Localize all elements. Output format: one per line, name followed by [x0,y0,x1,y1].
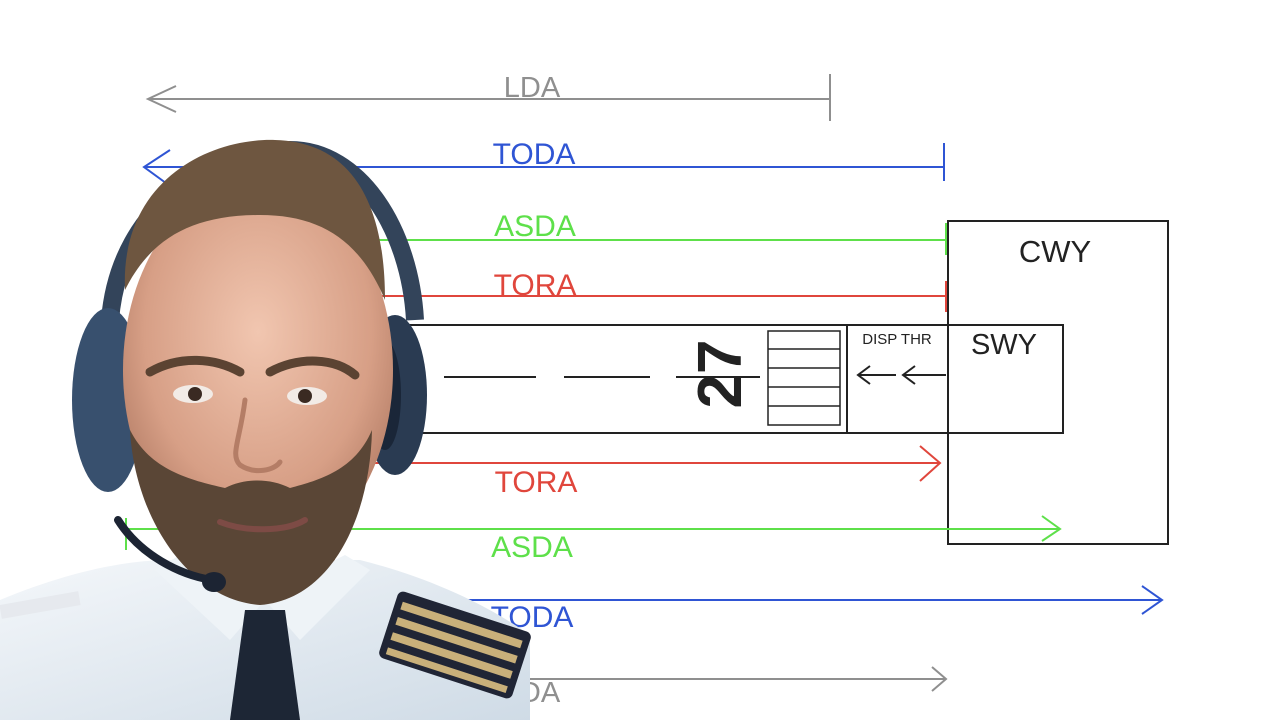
swy-label: SWY [971,329,1037,361]
arrow-right-icon [1141,585,1164,615]
asda-top-distance: ASDA [330,210,947,255]
toda-top-label: TODA [493,138,576,171]
epaulette [379,591,531,699]
asda-bottom-label: ASDA [491,531,573,564]
tora-bottom-distance: TORA [330,445,942,499]
asda-top-label: ASDA [494,210,576,243]
clearway: CWY [947,220,1169,545]
lda-top-distance: LDA [145,72,831,121]
arrow-left-icon [145,85,177,113]
tora-bottom-label: TORA [495,466,578,499]
tora-top-label: TORA [494,269,577,302]
arrow-right-icon [931,666,948,692]
disp-thr-label: DISP THR [862,331,932,348]
lda-top-label: LDA [504,72,561,104]
arrow-left-icon [901,365,916,385]
microphone-icon [114,516,216,584]
stopway: SWY [947,324,1064,434]
cwy-label: CWY [1019,234,1091,269]
tora-top-distance: TORA [330,269,947,312]
arrow-right-icon [1041,515,1062,542]
arrow-right-icon [919,445,942,482]
displaced-threshold-arrows [856,365,946,385]
arrow-left-icon [142,149,171,187]
runway-number: 27 [686,340,755,409]
arrow-left-icon [856,365,871,385]
pilot-portrait [0,139,531,720]
tie [230,610,300,720]
threshold-markings [767,330,841,426]
